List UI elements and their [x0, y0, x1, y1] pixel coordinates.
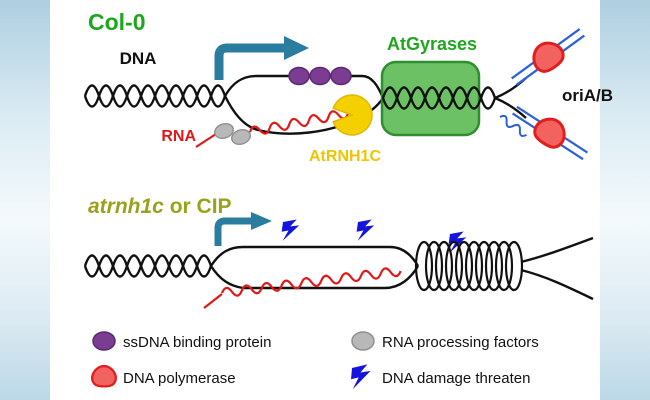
- rna-dna-hybrid-wave: [248, 106, 359, 135]
- arrowhead-icon: [251, 212, 272, 230]
- transcription-arrow-bottom: [214, 212, 272, 246]
- dna-damage-bolt-icon: [350, 363, 372, 391]
- rna-factor-icon: [214, 123, 234, 139]
- legend-damage-label: DNA damage threaten: [382, 370, 530, 387]
- dna-polymerase-top: [511, 28, 585, 86]
- legend: ssDNA binding protein RNA processing fac…: [91, 331, 539, 391]
- legend-polymerase-label: DNA polymerase: [123, 370, 236, 387]
- dna-polymerase-bottom: [511, 105, 589, 161]
- dna-label: DNA: [120, 49, 157, 68]
- ssdna-protein-icon: [309, 66, 331, 86]
- arrowhead-icon: [284, 36, 309, 60]
- legend-rna-factors-label: RNA processing factors: [382, 334, 539, 351]
- transcription-arrow-top: [214, 36, 309, 80]
- dna-damage-bolt-icon: [280, 217, 300, 243]
- dna-helix-left-bottom: [83, 254, 213, 278]
- origin-fork: [494, 77, 527, 119]
- ssdna-protein-icon: [92, 331, 116, 351]
- dna-helix-left-top: [83, 84, 227, 108]
- mutant-title-suffix: or CIP: [170, 195, 232, 218]
- supercoil: [414, 240, 524, 292]
- mutant-title-italic: atrnh1c: [88, 195, 164, 218]
- rloop-rna: [203, 267, 402, 309]
- atgyrases-label: AtGyrases: [387, 34, 477, 54]
- rna-label: RNA: [161, 128, 196, 145]
- fork-right-bottom: [520, 236, 594, 301]
- ssdna-protein-icon: [330, 66, 352, 86]
- mutant-title: atrnh1c or CIP: [88, 195, 232, 218]
- dna-damage-bolt-icon: [355, 217, 375, 243]
- atrnh1c-pacman-icon: [332, 94, 373, 136]
- atrnh1c-label: AtRNH1C: [309, 148, 381, 165]
- ori-label: oriA/B: [562, 86, 613, 105]
- rna-factor-icon: [231, 129, 251, 145]
- figure-panel: [50, 0, 600, 400]
- legend-ssdna-label: ssDNA binding protein: [123, 334, 271, 351]
- rna-factor-icon: [351, 331, 375, 351]
- dna-helix-gyrase: [381, 86, 497, 110]
- rna-transcript-top: [195, 106, 359, 148]
- ssdna-protein-icon: [288, 66, 310, 86]
- dna-polymerase-icon: [91, 364, 117, 388]
- rna-primer-squiggle: [499, 114, 527, 137]
- wildtype-title: Col-0: [88, 9, 146, 35]
- ssdna-binding-proteins: [288, 66, 352, 86]
- replication-bubble-bottom: [209, 245, 420, 290]
